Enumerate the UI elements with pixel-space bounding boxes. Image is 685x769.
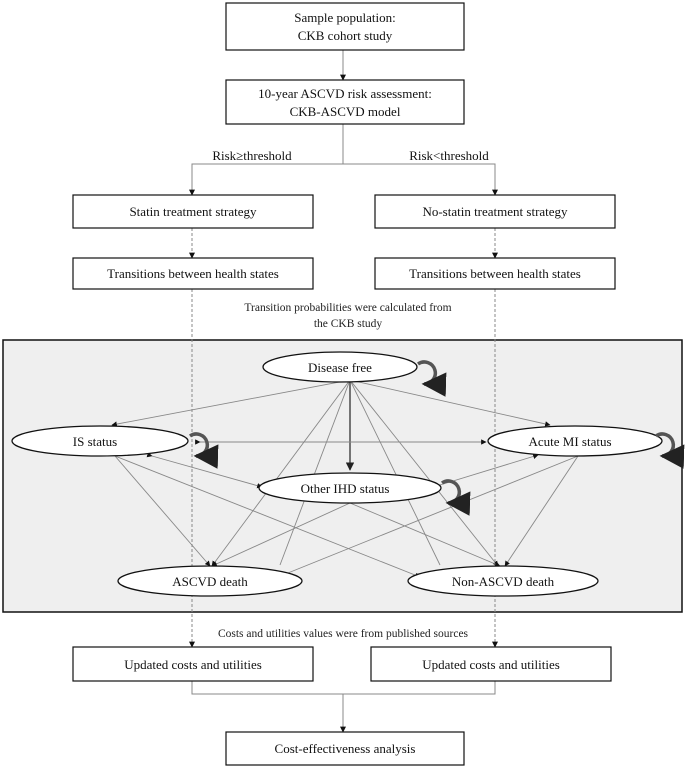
box-cost-effectiveness: Cost-effectiveness analysis: [225, 731, 465, 766]
box-transitions-left: Transitions between health states: [72, 257, 314, 290]
box-updated-right: Updated costs and utilities: [370, 646, 612, 682]
box-updated-left: Updated costs and utilities: [72, 646, 314, 682]
box-no-statin-strategy-text: No-statin treatment strategy: [422, 204, 568, 219]
self-loop-disease-free-icon: [416, 360, 447, 397]
label-risk-high: Risk≥threshold: [212, 148, 292, 163]
note-transition-prob-line1: Transition probabilities were calculated…: [244, 302, 451, 314]
box-transitions-right: Transitions between health states: [374, 257, 616, 290]
box-updated-left-text: Updated costs and utilities: [124, 657, 262, 672]
state-disease-free-label: Disease free: [308, 360, 372, 375]
state-acute-mi-label: Acute MI status: [528, 434, 611, 449]
note-costs-sources: Costs and utilities values were from pub…: [218, 628, 469, 640]
state-other-ihd: Other IHD status: [258, 472, 442, 504]
box-no-statin-strategy: No-statin treatment strategy: [374, 194, 616, 229]
box-updated-right-text: Updated costs and utilities: [422, 657, 560, 672]
box-statin-strategy: Statin treatment strategy: [72, 194, 314, 229]
box-risk-assessment-line2: CKB-ASCVD model: [290, 104, 401, 119]
self-loop-other-ihd-icon: [440, 479, 471, 516]
self-loop-is-icon: [188, 432, 219, 469]
box-sample-population: Sample population: CKB cohort study: [225, 2, 465, 51]
box-statin-strategy-text: Statin treatment strategy: [129, 204, 257, 219]
label-risk-low: Risk<threshold: [409, 148, 489, 163]
self-loop-acute-mi-icon: [654, 432, 685, 469]
box-transitions-left-text: Transitions between health states: [107, 266, 279, 281]
note-transition-prob-line2: the CKB study: [314, 318, 383, 330]
box-cost-effectiveness-text: Cost-effectiveness analysis: [275, 741, 416, 756]
state-other-ihd-label: Other IHD status: [301, 481, 390, 496]
state-acute-mi: Acute MI status: [487, 425, 663, 457]
flow-connectors: [189, 50, 498, 733]
state-non-ascvd-death-label: Non-ASCVD death: [452, 574, 555, 589]
transition-arrows: [111, 379, 579, 578]
box-risk-assessment-line1: 10-year ASCVD risk assessment:: [258, 86, 432, 101]
state-is-status-label: IS status: [73, 434, 117, 449]
self-loop-icons: [188, 360, 685, 516]
box-transitions-right-text: Transitions between health states: [409, 266, 581, 281]
state-is-status: IS status: [11, 425, 189, 457]
box-sample-population-line2: CKB cohort study: [298, 28, 393, 43]
state-disease-free: Disease free: [262, 351, 418, 383]
state-ascvd-death: ASCVD death: [117, 565, 303, 597]
box-sample-population-line1: Sample population:: [294, 10, 395, 25]
state-non-ascvd-death: Non-ASCVD death: [407, 565, 599, 597]
box-risk-assessment: 10-year ASCVD risk assessment: CKB-ASCVD…: [225, 79, 465, 125]
state-ascvd-death-label: ASCVD death: [172, 574, 248, 589]
